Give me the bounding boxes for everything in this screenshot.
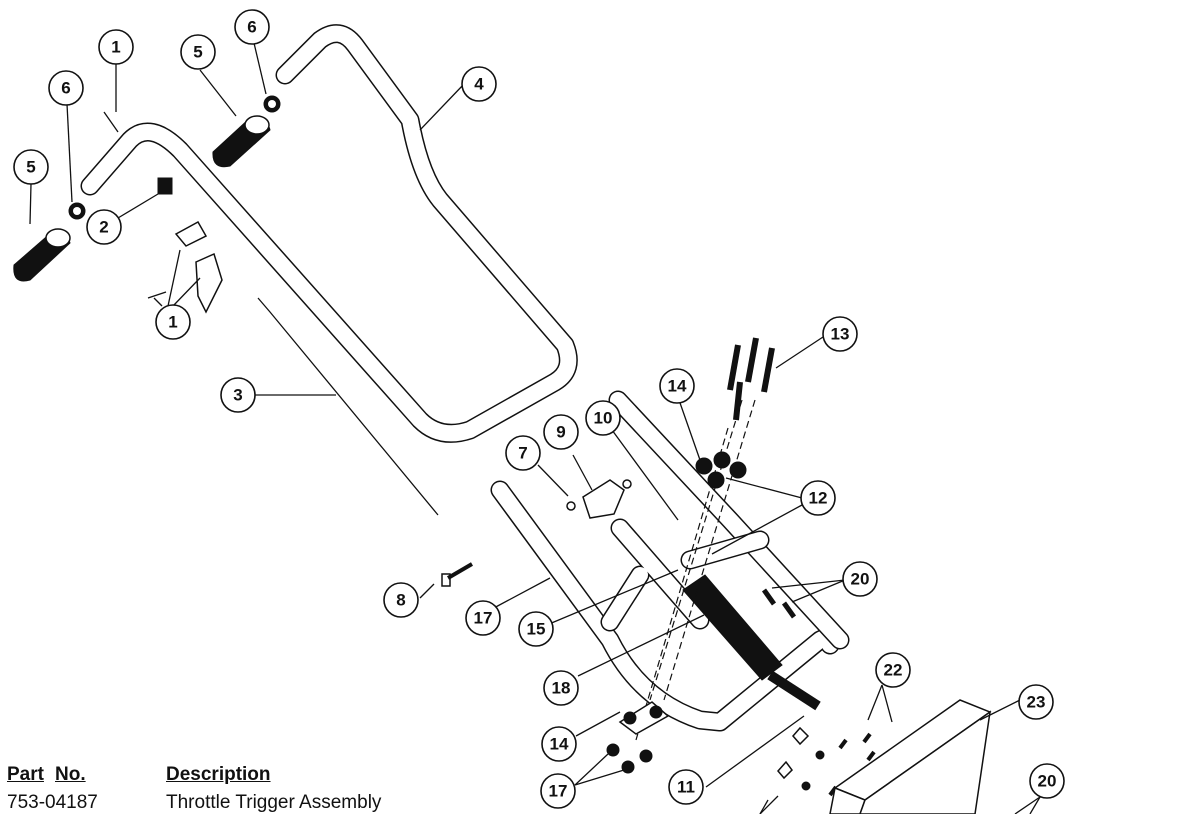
lower-handle — [490, 390, 850, 732]
axle — [767, 670, 821, 711]
callout-label: 22 — [884, 661, 903, 680]
long-bolts — [727, 337, 775, 421]
right-grip — [212, 115, 271, 168]
callout-label: 20 — [851, 570, 870, 589]
callout-5-left: 5 — [13, 149, 49, 185]
callout-6-right: 6 — [234, 9, 270, 45]
description-header: Description — [166, 764, 271, 785]
callout-20-upper: 20 — [842, 561, 878, 597]
cross-brace — [600, 518, 770, 632]
callout-12-upper: 12 — [800, 480, 836, 516]
callout-17-upper: 17 — [465, 600, 501, 636]
callout-1-top: 1 — [98, 29, 134, 65]
grip-caps — [68, 95, 281, 220]
callout-3: 3 — [220, 377, 256, 413]
callout-label: 3 — [233, 386, 242, 405]
callout-label: 4 — [474, 75, 484, 94]
callout-label: 18 — [552, 679, 571, 698]
callout-label: 23 — [1027, 693, 1046, 712]
callout-label: 5 — [193, 43, 202, 62]
callout-9: 9 — [543, 414, 579, 450]
knob-assembly — [566, 479, 632, 519]
leader-lines — [29, 42, 1041, 814]
part-header: Part — [7, 764, 44, 785]
callout-13: 13 — [822, 316, 858, 352]
callout-2: 2 — [86, 209, 122, 245]
callout-6-left: 6 — [48, 70, 84, 106]
carriage-bolt — [441, 562, 474, 587]
callout-label: 14 — [550, 735, 569, 754]
callout-14-lower: 14 — [541, 726, 577, 762]
callout-label: 17 — [549, 782, 568, 801]
callout-label: 13 — [831, 325, 850, 344]
callout-label: 8 — [396, 591, 405, 610]
callout-label: 2 — [99, 218, 108, 237]
callout-7: 7 — [505, 435, 541, 471]
callout-label: 17 — [474, 609, 493, 628]
callout-20-lower: 20 — [1029, 763, 1065, 799]
callout-11: 11 — [668, 769, 704, 805]
callout-23: 23 — [1018, 684, 1054, 720]
callout-label: 14 — [668, 377, 687, 396]
callout-label: 15 — [527, 620, 546, 639]
callout-label: 6 — [247, 18, 256, 37]
callout-17-lower: 17 — [540, 773, 576, 809]
callout-label: 9 — [556, 423, 565, 442]
small-hardware — [777, 726, 876, 797]
callout-14-upper: 14 — [659, 368, 695, 404]
callout-4: 4 — [461, 66, 497, 102]
callout-label: 5 — [26, 158, 35, 177]
callout-label: 6 — [61, 79, 70, 98]
callout-15: 15 — [518, 611, 554, 647]
hex-bolts — [761, 588, 797, 619]
callout-22: 22 — [875, 652, 911, 688]
callout-label: 12 — [809, 489, 828, 508]
no-header: No. — [55, 764, 86, 785]
callout-label: 7 — [518, 444, 527, 463]
callout-5-right: 5 — [180, 34, 216, 70]
part-number-cell: 753-04187 — [7, 792, 98, 813]
callout-label: 20 — [1038, 772, 1057, 791]
callout-label: 1 — [111, 38, 120, 57]
callout-1-bottom: 1 — [155, 304, 191, 340]
callout-8: 8 — [383, 582, 419, 618]
throttle-trigger-parts — [103, 111, 223, 314]
upper-handle — [80, 24, 578, 443]
foam-grip — [682, 574, 783, 681]
alignment-lines — [635, 399, 756, 741]
description-cell: Throttle Trigger Assembly — [166, 792, 382, 813]
callout-label: 1 — [168, 313, 177, 332]
callout-label: 10 — [594, 409, 613, 428]
clamp-plates — [618, 451, 747, 735]
lock-nuts — [606, 743, 653, 774]
callout-10: 10 — [585, 400, 621, 436]
callout-18: 18 — [543, 670, 579, 706]
throttle-cable — [257, 297, 439, 516]
callout-label: 11 — [677, 778, 695, 797]
left-grip — [13, 228, 71, 282]
shroud — [829, 699, 992, 814]
